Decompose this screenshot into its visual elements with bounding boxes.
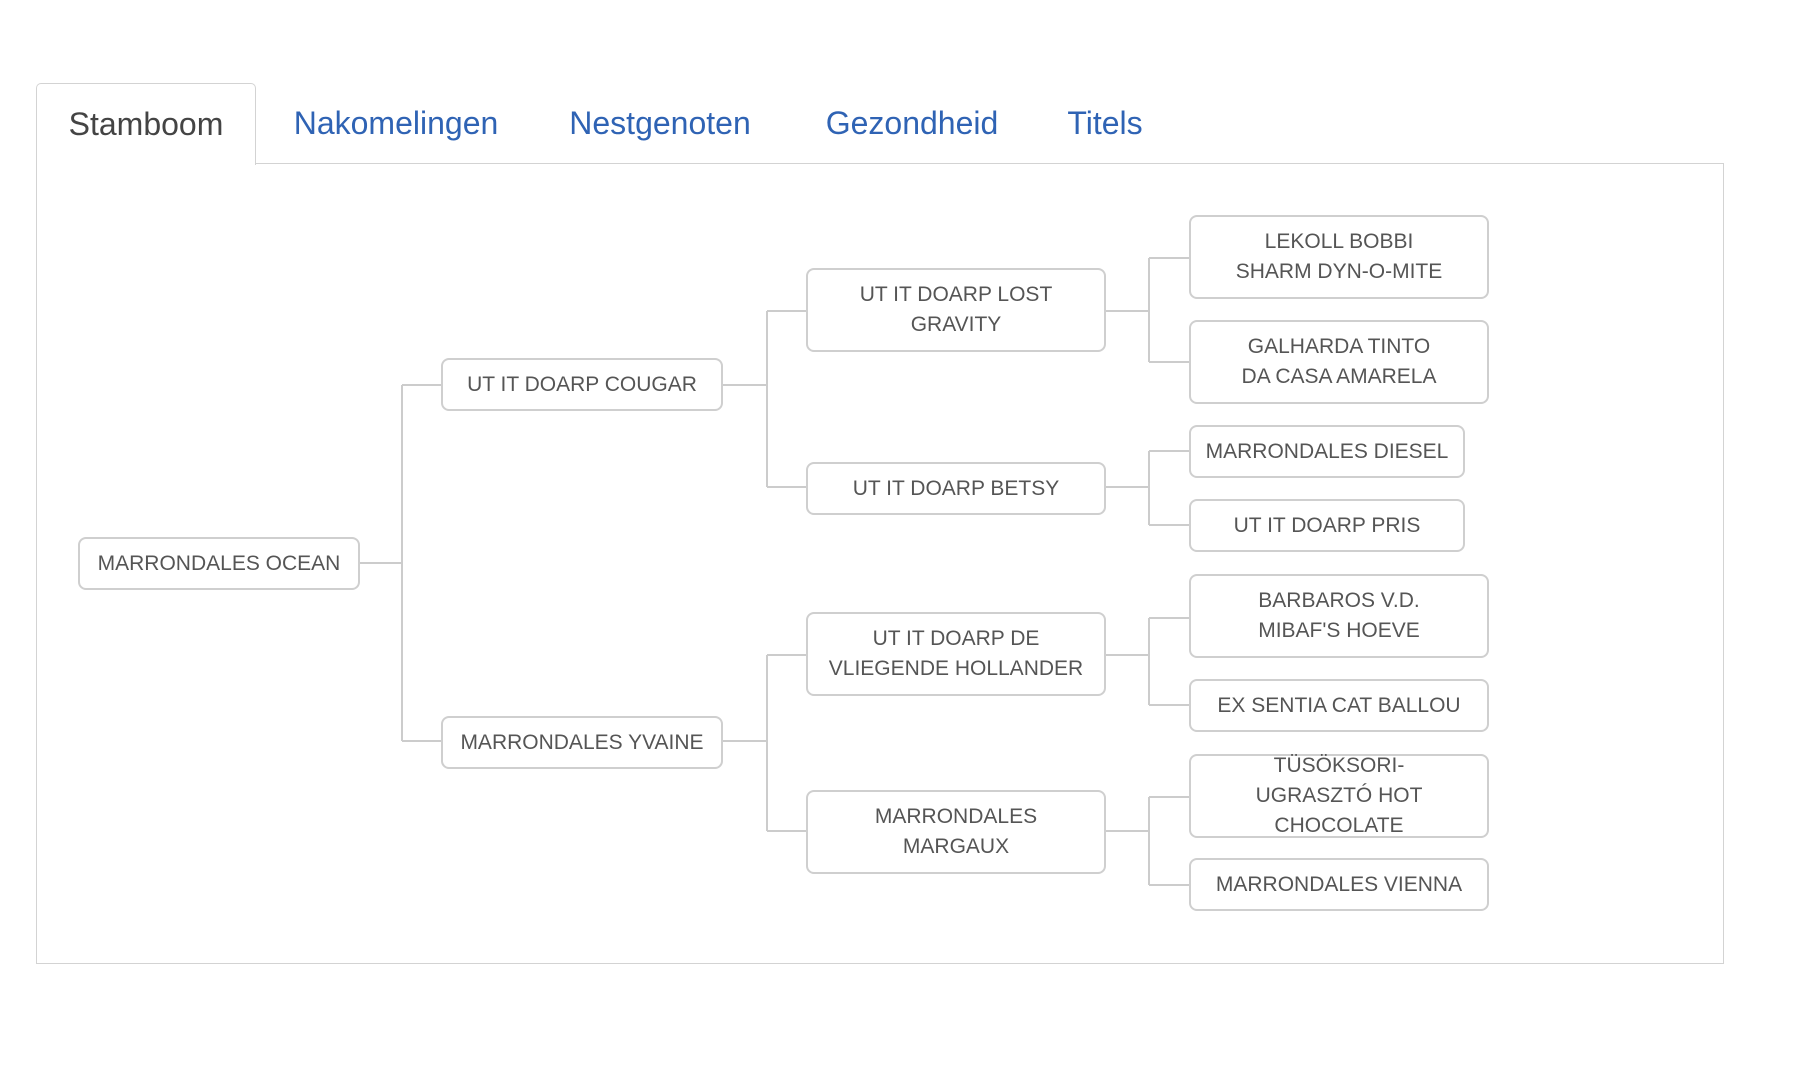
pedigree-node-great-grandparent-1[interactable]: LEKOLL BOBBI SHARM DYN-O-MITE	[1189, 215, 1489, 299]
pedigree-node-great-grandparent-5[interactable]: BARBAROS V.D. MIBAF'S HOEVE	[1189, 574, 1489, 658]
pedigree-node-label: TÜSÖKSORI-UGRASZTÓ HOT CHOCOLATE	[1255, 754, 1423, 837]
pedigree-node-label: BARBAROS V.D. MIBAF'S HOEVE	[1258, 589, 1420, 642]
pedigree-node-grandparent-3[interactable]: UT IT DOARP DE VLIEGENDE HOLLANDER	[806, 612, 1106, 696]
pedigree-node-label: UT IT DOARP COUGAR	[467, 372, 697, 396]
pedigree-node-great-grandparent-3[interactable]: MARRONDALES DIESEL	[1189, 425, 1465, 478]
pedigree-node-label: UT IT DOARP BETSY	[852, 476, 1060, 500]
pedigree-node-subject[interactable]: MARRONDALES OCEAN	[78, 537, 360, 590]
pedigree-node-label: MARRONDALES YVAINE	[460, 730, 704, 754]
pedigree-node-grandparent-1[interactable]: UT IT DOARP LOST GRAVITY	[806, 268, 1106, 352]
pedigree-node-label: EX SENTIA CAT BALLOU	[1217, 693, 1461, 717]
pedigree-node-label: UT IT DOARP LOST GRAVITY	[859, 283, 1053, 336]
pedigree-node-label: UT IT DOARP DE VLIEGENDE HOLLANDER	[828, 627, 1084, 680]
pedigree-node-sire[interactable]: UT IT DOARP COUGAR	[441, 358, 723, 411]
pedigree-node-grandparent-4[interactable]: MARRONDALES MARGAUX	[806, 790, 1106, 874]
tab-stamboom[interactable]: Stamboom	[36, 83, 256, 165]
pedigree-node-great-grandparent-4[interactable]: UT IT DOARP PRIS	[1189, 499, 1465, 552]
tab-nestgenoten[interactable]: Nestgenoten	[569, 105, 751, 141]
pedigree-node-label: MARRONDALES VIENNA	[1215, 872, 1463, 896]
tab-nakomelingen[interactable]: Nakomelingen	[293, 105, 499, 141]
pedigree-node-label: GALHARDA TINTO DA CASA AMARELA	[1241, 335, 1437, 388]
pedigree-node-label: MARRONDALES MARGAUX	[874, 805, 1038, 858]
pedigree-node-great-grandparent-7[interactable]: TÜSÖKSORI-UGRASZTÓ HOT CHOCOLATE	[1189, 754, 1489, 838]
pedigree-node-label: MARRONDALES DIESEL	[1205, 439, 1449, 463]
pedigree-node-great-grandparent-8[interactable]: MARRONDALES VIENNA	[1189, 858, 1489, 911]
tab-titels[interactable]: Titels	[1067, 105, 1143, 141]
pedigree-node-great-grandparent-6[interactable]: EX SENTIA CAT BALLOU	[1189, 679, 1489, 732]
pedigree-node-label: LEKOLL BOBBI SHARM DYN-O-MITE	[1235, 230, 1443, 283]
pedigree-node-label: MARRONDALES OCEAN	[97, 551, 341, 575]
tab-gezondheid[interactable]: Gezondheid	[825, 105, 999, 141]
pedigree-node-great-grandparent-2[interactable]: GALHARDA TINTO DA CASA AMARELA	[1189, 320, 1489, 404]
pedigree-node-grandparent-2[interactable]: UT IT DOARP BETSY	[806, 462, 1106, 515]
pedigree-node-dam[interactable]: MARRONDALES YVAINE	[441, 716, 723, 769]
pedigree-node-label: UT IT DOARP PRIS	[1233, 513, 1421, 537]
